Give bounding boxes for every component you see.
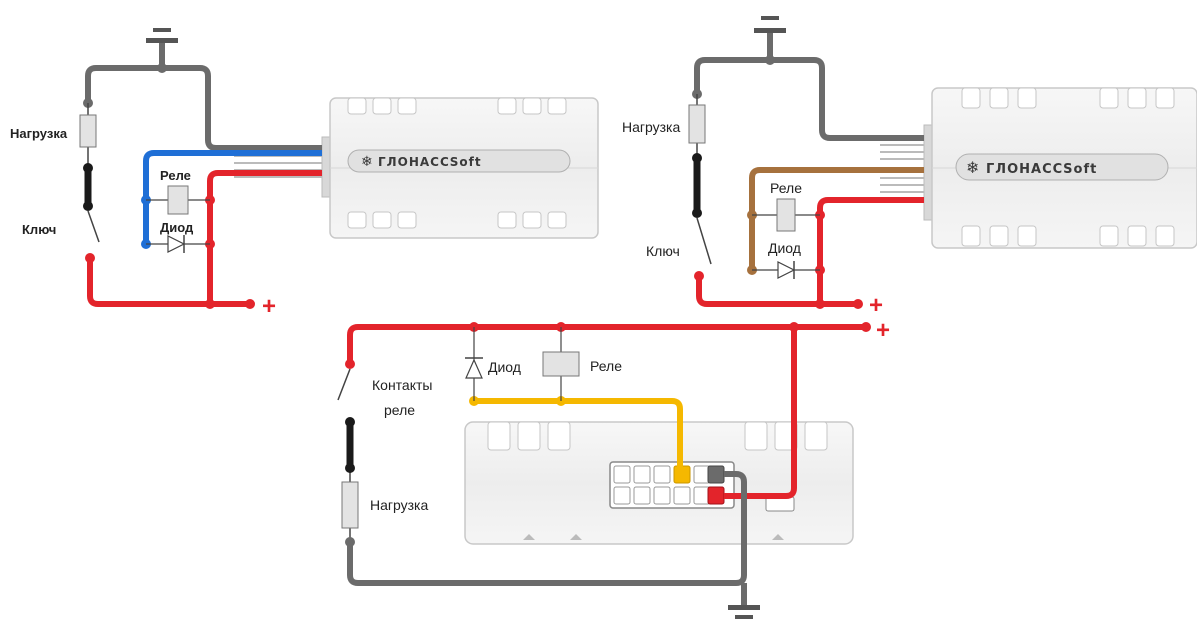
blue-wire [143,150,322,244]
power-wire [696,276,858,307]
plus-icon: + [869,292,883,319]
key-label: Ключ [646,243,680,259]
ground-wire [694,57,924,141]
ground-icon [728,605,760,619]
ground-wire [85,65,322,151]
snowflake-logo-icon: ❄ [361,153,373,169]
load-label: Нагрузка [370,497,428,513]
device-1: ❄ ГЛОНАССSoft [321,97,599,239]
ground-icon [754,16,786,33]
diagram-1: ❄ ГЛОНАССSoft + [10,28,599,320]
snowflake-logo-icon: ❄ [966,160,979,177]
yellow-wire [474,398,683,474]
load-label: Нагрузка [622,119,680,135]
usb-port [765,496,795,512]
diagram-2: ❄ ГЛОНАССSoft + [622,16,1197,319]
diode-symbol [465,357,483,379]
load-resistor [79,114,97,148]
diode-label: Диод [160,220,194,235]
red-signal-wire [207,170,322,304]
red-signal-wire [817,197,924,304]
diagram-3: + Диод Реле Контакты реле Нагрузка [337,317,890,619]
relay-label: Реле [770,180,802,196]
load-resistor [341,481,359,529]
device-3 [464,421,854,545]
relay-label: Реле [590,358,622,374]
diode-symbol [167,235,186,253]
relay-coil [776,198,796,232]
key-label: Ключ [22,222,56,237]
brown-wire [749,167,924,270]
load-resistor [688,104,706,144]
connector-pins [880,144,924,193]
relay-label: Реле [160,168,191,183]
diode-label: Диод [488,359,521,375]
diode-symbol [777,261,796,279]
power-wire [87,258,250,307]
contacts-label-line2: реле [384,402,415,418]
device-logo: ГЛОНАССSoft [986,162,1097,177]
contacts-label-line1: Контакты [372,377,432,393]
diode-label: Диод [768,240,801,256]
device-connector [609,461,735,509]
key-switch [696,217,712,265]
relay-coil [167,185,189,215]
plus-icon: + [876,317,890,344]
red-signal-wire [724,327,797,499]
load-label: Нагрузка [10,126,68,141]
ground-wire [347,471,747,586]
device-logo: ГЛОНАССSoft [378,155,482,169]
power-wire [347,324,866,364]
key-switch [87,210,100,243]
plus-icon: + [262,293,276,320]
device-2: ❄ ГЛОНАССSoft [923,87,1197,249]
relay-coil [542,351,580,377]
ground-icon [146,28,178,43]
relay-contacts-switch [337,368,351,401]
